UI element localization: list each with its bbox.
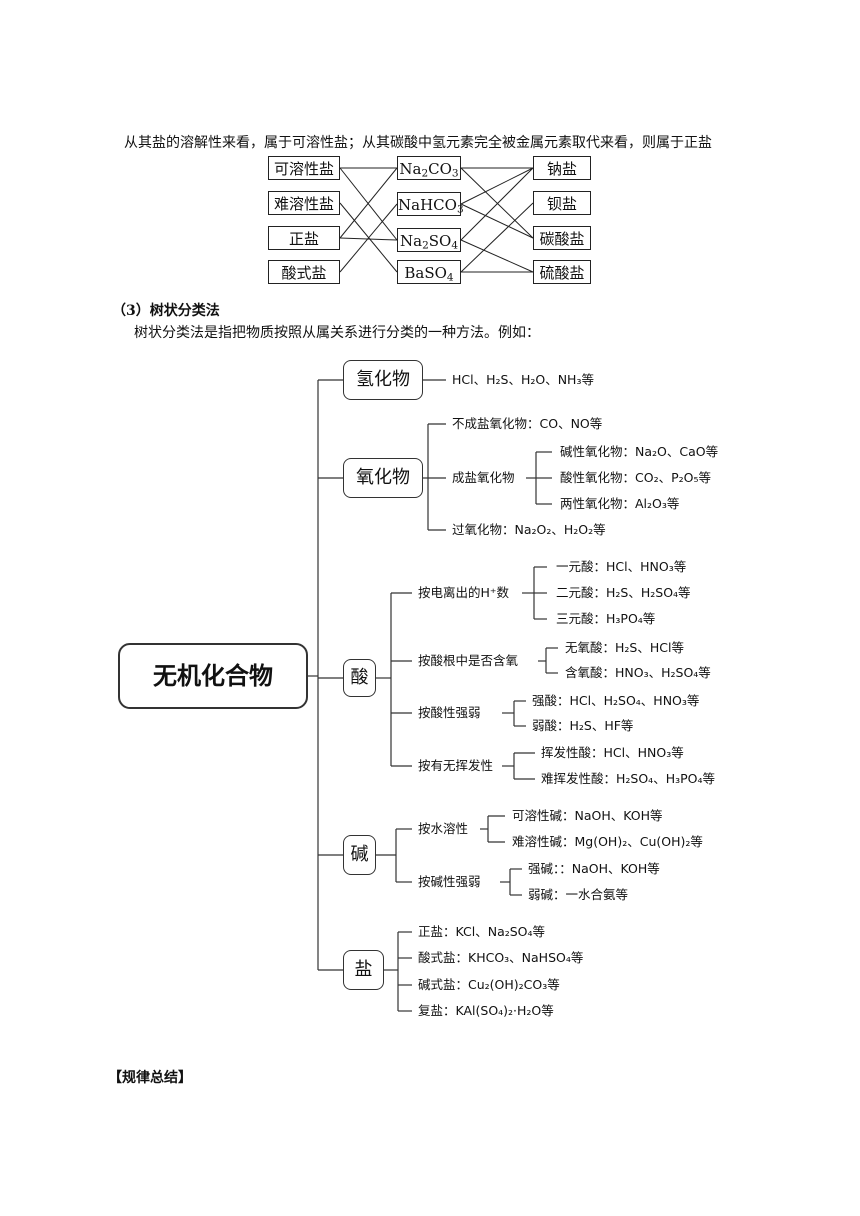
oxide-non-salt-forming: 不成盐氧化物：CO、NO等 (452, 416, 603, 431)
cross-left-item: 正盐 (268, 226, 340, 250)
cross-left-item: 酸式盐 (268, 260, 340, 284)
cross-right-item: 钡盐 (533, 191, 591, 215)
oxide-basic: 碱性氧化物：Na₂O、CaO等 (560, 444, 719, 459)
salt-basic: 碱式盐：Cu₂(OH)₂CO₃等 (418, 977, 560, 992)
acid-by-oxygen: 按酸根中是否含氧 (418, 653, 519, 668)
cross-middle-formula: BaSO4 (397, 260, 461, 284)
acid-oxyacid: 含氧酸：HNO₃、H₂SO₄等 (565, 665, 711, 680)
cross-middle-formula: NaHCO3 (397, 192, 464, 216)
cross-right-item: 钠盐 (533, 156, 591, 180)
base-strong: 强碱：：NaOH、KOH等 (528, 861, 660, 876)
formula-part: BaSO (404, 264, 447, 282)
node-acid: 酸 (343, 659, 376, 697)
cross-right-item: 碳酸盐 (533, 226, 591, 250)
oxide-acidic: 酸性氧化物：CO₂、P₂O₅等 (560, 470, 711, 485)
oxide-peroxide: 过氧化物：Na₂O₂、H₂O₂等 (452, 522, 606, 537)
section-description: 树状分类法是指把物质按照从属关系进行分类的一种方法。例如： (134, 325, 540, 341)
formula-part: CO (428, 160, 452, 178)
formula-sub: 4 (446, 271, 454, 284)
formula-part: NaHCO (398, 196, 457, 214)
node-oxide: 氧化物 (343, 458, 423, 498)
formula-part: SO (428, 232, 452, 250)
base-by-strength: 按碱性强弱 (418, 874, 481, 889)
oxide-amphoteric: 两性氧化物：Al₂O₃等 (560, 496, 680, 511)
acid-monoprotic: 一元酸：HCl、HNO₃等 (556, 559, 687, 574)
oxide-salt-forming: 成盐氧化物 (452, 470, 515, 485)
base-soluble: 可溶性碱：NaOH、KOH等 (512, 808, 663, 823)
cross-lines (339, 167, 534, 273)
acid-oxygen-free: 无氧酸：H₂S、HCl等 (565, 640, 684, 655)
node-hydride: 氢化物 (343, 360, 423, 400)
acid-by-volatility: 按有无挥发性 (418, 758, 494, 773)
formula-sub: 3 (456, 203, 464, 216)
node-salt: 盐 (343, 950, 384, 990)
formula-part: Na (399, 232, 423, 250)
intro-text: 从其盐的溶解性来看，属于可溶性盐；从其碳酸中氢元素完全被金属元素取代来看，则属于… (124, 135, 712, 151)
cross-left-item: 可溶性盐 (268, 156, 340, 180)
salt-acidic: 酸式盐：KHCO₃、NaHSO₄等 (418, 950, 584, 965)
cross-middle-formula: Na2CO3 (397, 156, 461, 180)
acid-nonvolatile: 难挥发性酸：H₂SO₄、H₃PO₄等 (541, 771, 715, 786)
acid-by-strength: 按酸性强弱 (418, 705, 481, 720)
base-weak: 弱碱：一水合氨等 (528, 887, 629, 902)
cross-middle-formula: Na2SO4 (397, 228, 461, 252)
formula-sub: 2 (421, 167, 429, 180)
acid-by-h-count: 按电离出的H⁺数 (418, 585, 509, 600)
formula-sub: 2 (422, 239, 429, 252)
acid-triprotic: 三元酸：H₃PO₄等 (556, 611, 656, 626)
acid-weak: 弱酸：H₂S、HF等 (532, 718, 634, 733)
acid-volatile: 挥发性酸：HCl、HNO₃等 (541, 745, 684, 760)
formula-part: Na (399, 160, 422, 178)
node-base: 碱 (343, 835, 376, 875)
hydride-examples: HCl、H₂S、H₂O、NH₃等 (452, 372, 594, 387)
formula-sub: 3 (451, 167, 459, 180)
acid-strong: 强酸：HCl、H₂SO₄、HNO₃等 (532, 693, 700, 708)
formula-sub: 4 (451, 239, 459, 252)
cross-left-item: 难溶性盐 (268, 191, 340, 215)
salt-double: 复盐：KAl(SO₄)₂·H₂O等 (418, 1003, 554, 1018)
section-title: （3）树状分类法 (112, 303, 220, 319)
cross-right-item: 硫酸盐 (533, 260, 591, 284)
acid-diprotic: 二元酸：H₂S、H₂SO₄等 (556, 585, 691, 600)
summary-heading: 【规律总结】 (108, 1070, 192, 1086)
salt-normal: 正盐：KCl、Na₂SO₄等 (418, 924, 546, 939)
tree-root-node: 无机化合物 (118, 643, 308, 709)
base-insoluble: 难溶性碱：Mg(OH)₂、Cu(OH)₂等 (512, 834, 703, 849)
base-by-solubility: 按水溶性 (418, 821, 469, 836)
